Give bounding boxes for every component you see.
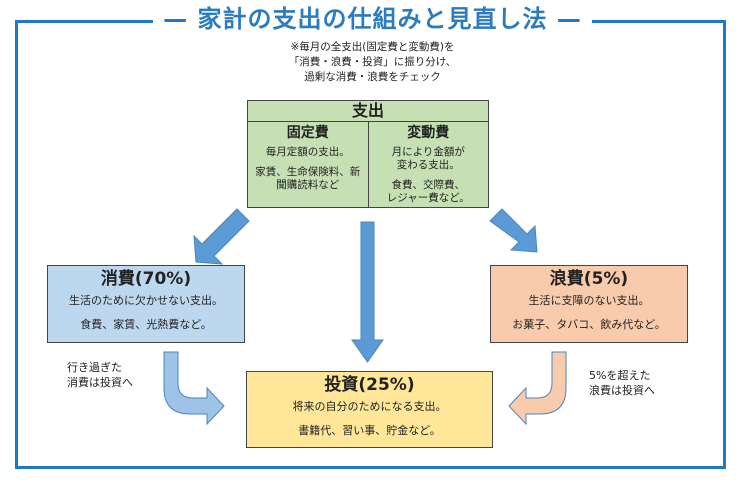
title-dash-right: — — [556, 5, 582, 33]
fixed-cost-description: 毎月定額の支出。 — [265, 146, 350, 158]
note-line: 「消費・浪費・投資」に振り分け、 — [288, 56, 457, 68]
consumption-title: 消費(70%) — [100, 269, 192, 289]
title-dash-left: — — [163, 5, 189, 33]
note-line: 過剰な消費・浪費をチェック — [304, 71, 441, 83]
waste-box: 浪費(5%) 生活に支障のない支出。 お菓子、タバコ、飲み代など。 — [490, 265, 688, 343]
spending-title: 支出 — [248, 101, 488, 122]
fixed-cost-column: 固定費 毎月定額の支出。 家賃、生命保険料、新 聞購読料など — [248, 122, 368, 208]
intro-note: ※毎月の全支出(固定費と変動費)を 「消費・浪費・投資」に振り分け、 過剰な消費… — [0, 40, 745, 85]
consumption-examples: 食費、家賃、光熱費など。 — [80, 318, 212, 331]
fixed-cost-examples: 家賃、生命保険料、新 聞購読料など — [248, 166, 368, 192]
note-line: 行き過ぎた — [67, 361, 122, 374]
variable-cost-description-line: 変わる支出。 — [396, 159, 460, 171]
variable-cost-description: 月により金額が 変わる支出。 — [369, 146, 489, 172]
consumption-description: 生活のために欠かせない支出。 — [69, 294, 223, 307]
variable-cost-title: 変動費 — [407, 125, 450, 141]
arrow-to-investment — [351, 221, 384, 363]
fixed-cost-example-line: 聞購読料など — [276, 179, 340, 191]
investment-title: 投資(25%) — [324, 375, 415, 395]
investment-box: 投資(25%) 将来の自分のためになる支出。 書籍代、習い事、貯金など。 — [246, 371, 493, 448]
waste-description: 生活に支障のない支出。 — [528, 294, 650, 307]
spending-box: 支出 固定費 毎月定額の支出。 家賃、生命保険料、新 聞購読料など 変動費 月に… — [247, 100, 489, 208]
waste-redirect-note: 5%を超えた 浪費は投資へ — [589, 368, 655, 398]
fixed-cost-title: 固定費 — [286, 125, 329, 141]
variable-cost-example-line: レジャー費など。 — [386, 192, 470, 204]
title-bar: — 家計の支出の仕組みと見直し法 — — [0, 4, 745, 34]
waste-examples: お菓子、タバコ、飲み代など。 — [512, 318, 666, 331]
arrow-to-waste — [489, 208, 538, 253]
variable-cost-example-line: 食費、交際費、 — [391, 179, 466, 191]
investment-examples: 書籍代、習い事、貯金など。 — [298, 424, 441, 437]
page-title: — 家計の支出の仕組みと見直し法 — — [153, 4, 592, 34]
note-line: ※毎月の全支出(固定費と変動費)を — [290, 41, 455, 53]
title-text: 家計の支出の仕組みと見直し法 — [197, 5, 548, 33]
variable-cost-examples: 食費、交際費、 レジャー費など。 — [369, 179, 489, 205]
fixed-cost-example-line: 家賃、生命保険料、新 — [255, 166, 361, 178]
variable-cost-description-line: 月により金額が — [391, 146, 465, 158]
curved-arrow-waste-to-investment — [508, 351, 567, 426]
note-line: 5%を超えた — [589, 369, 651, 382]
consumption-redirect-note: 行き過ぎた 消費は投資へ — [67, 360, 133, 390]
note-line: 消費は投資へ — [67, 376, 133, 389]
investment-description: 将来の自分のためになる支出。 — [292, 400, 447, 413]
consumption-box: 消費(70%) 生活のために欠かせない支出。 食費、家賃、光熱費など。 — [47, 265, 245, 343]
note-line: 浪費は投資へ — [589, 384, 655, 397]
curved-arrow-consumption-to-investment — [163, 351, 225, 426]
variable-cost-column: 変動費 月により金額が 変わる支出。 食費、交際費、 レジャー費など。 — [367, 122, 489, 208]
arrow-to-consumption — [193, 208, 250, 265]
waste-title: 浪費(5%) — [549, 269, 629, 289]
